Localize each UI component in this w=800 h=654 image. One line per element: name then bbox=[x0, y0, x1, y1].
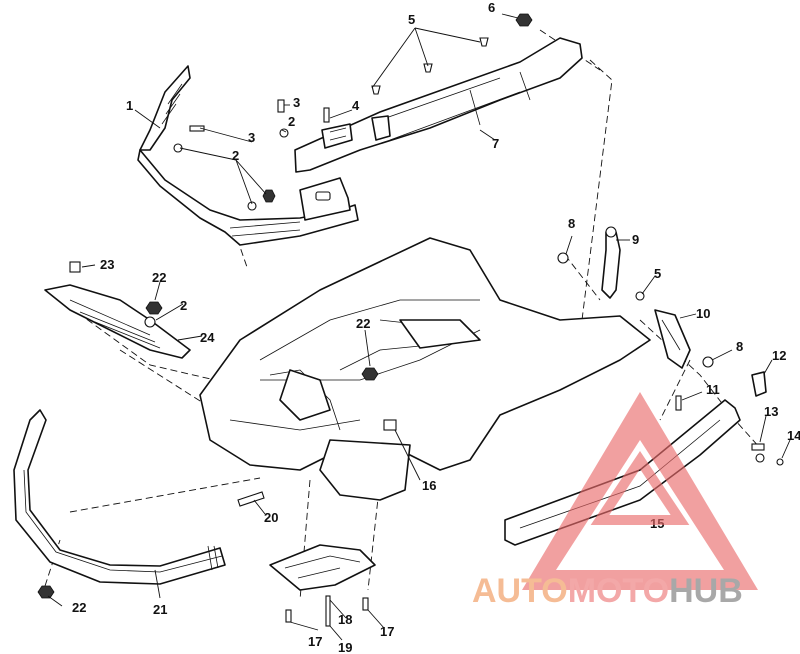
rivet-5a-icon bbox=[479, 37, 489, 47]
clip-16-icon bbox=[383, 419, 397, 431]
watermark-moto: MOTO bbox=[568, 572, 669, 610]
callout-17-left: 17 bbox=[308, 634, 322, 649]
part-18-skid-plate bbox=[269, 544, 376, 591]
watermark-hub: HUB bbox=[669, 572, 743, 610]
callout-22-left: 22 bbox=[152, 270, 166, 285]
callout-20: 20 bbox=[264, 510, 278, 525]
hardware bbox=[37, 13, 784, 627]
rivet-5b-icon bbox=[423, 63, 433, 73]
nut-22c-icon bbox=[37, 585, 55, 599]
callout-11: 11 bbox=[706, 382, 720, 397]
callout-22-bottom: 22 bbox=[72, 600, 86, 615]
callout-23: 23 bbox=[100, 257, 114, 272]
leader-lines bbox=[47, 13, 791, 641]
part-15-trim-rail bbox=[504, 399, 741, 546]
watermark-triangle-icon bbox=[522, 392, 758, 590]
washer-2d-icon bbox=[144, 316, 156, 328]
callout-5-right: 5 bbox=[654, 266, 661, 281]
rivet-20-icon bbox=[237, 491, 265, 507]
rivet-5c-icon bbox=[371, 85, 381, 95]
callout-22-center: 22 bbox=[356, 316, 370, 331]
callout-2-top: 2 bbox=[288, 114, 295, 129]
callout-2-left: 2 bbox=[232, 148, 239, 163]
callout-3-top: 3 bbox=[293, 95, 300, 110]
bolt-13-icon bbox=[751, 443, 765, 451]
bolt-11-icon bbox=[675, 395, 682, 411]
bolt-3b-icon bbox=[189, 125, 205, 132]
bolt-13-head-icon bbox=[755, 453, 765, 463]
part-1-bracket bbox=[139, 65, 191, 151]
callout-7: 7 bbox=[492, 136, 499, 151]
bolt-3a-icon bbox=[277, 99, 285, 113]
callout-24: 24 bbox=[200, 330, 215, 345]
nut-22a-icon bbox=[145, 301, 163, 315]
callout-14: 14 bbox=[787, 428, 800, 443]
callout-10: 10 bbox=[696, 306, 710, 321]
bolt-23-icon bbox=[69, 261, 81, 273]
bolt-17a-icon bbox=[285, 609, 292, 623]
callout-21: 21 bbox=[153, 602, 167, 617]
part-24-side-cover bbox=[44, 284, 191, 359]
nut-2-icon bbox=[262, 189, 276, 203]
part-10-bracket bbox=[654, 309, 691, 369]
callout-12: 12 bbox=[772, 348, 786, 363]
callout-3-left: 3 bbox=[248, 130, 255, 145]
callout-6: 6 bbox=[488, 0, 495, 15]
part-21-front-bumper bbox=[13, 409, 226, 585]
svg-text:AUTOMOTOHUB: AUTOMOTOHUB bbox=[472, 572, 743, 610]
callout-18: 18 bbox=[338, 612, 352, 627]
fastener-8b-icon bbox=[702, 356, 714, 368]
callout-13: 13 bbox=[764, 404, 778, 419]
callout-1: 1 bbox=[126, 98, 133, 113]
callout-16: 16 bbox=[422, 478, 436, 493]
bolt-19-icon bbox=[325, 595, 331, 627]
fastener-8a-icon bbox=[557, 252, 569, 264]
watermark-logo: AUTOMOTOHUB bbox=[472, 392, 758, 610]
washer-14-icon bbox=[776, 458, 784, 466]
callout-4: 4 bbox=[352, 98, 360, 113]
watermark-auto: AUTO bbox=[472, 572, 568, 610]
callout-2-mid: 2 bbox=[180, 298, 187, 313]
callout-8-right: 8 bbox=[736, 339, 743, 354]
screw-4-icon bbox=[323, 107, 330, 123]
nut-22b-icon bbox=[361, 367, 379, 381]
washer-2c-icon bbox=[247, 201, 257, 211]
callout-19: 19 bbox=[338, 640, 352, 654]
callout-9: 9 bbox=[632, 232, 639, 247]
part-7-upper-bumper bbox=[137, 37, 583, 246]
callout-17-right: 17 bbox=[380, 624, 394, 639]
hood-body bbox=[199, 237, 651, 501]
bolt-17b-icon bbox=[362, 597, 369, 611]
part-9-link-rod bbox=[601, 226, 621, 299]
part-12-clip bbox=[751, 371, 767, 397]
callout-8-top: 8 bbox=[568, 216, 575, 231]
washer-2a-icon bbox=[279, 128, 289, 138]
callout-5-top: 5 bbox=[408, 12, 415, 27]
nut-6-icon bbox=[515, 13, 533, 27]
